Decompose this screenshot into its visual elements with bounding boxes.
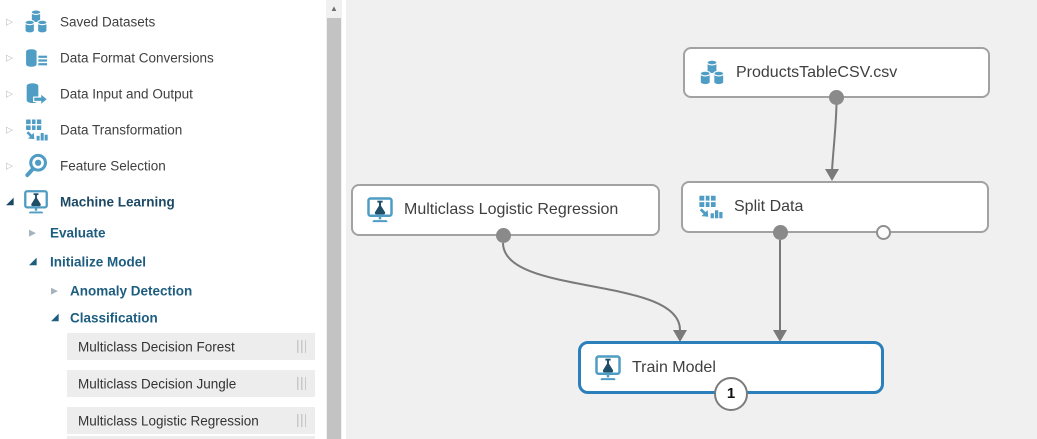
palette-module-multiclass-decision-jungle[interactable]: Multiclass Decision Jungle	[67, 370, 315, 397]
drag-grip-icon[interactable]	[297, 377, 306, 390]
dataset-icon	[697, 58, 727, 88]
sidebar-item-data-input-and-output[interactable]: ▷ Data Input and Output	[0, 80, 326, 108]
sidebar-item-label: Initialize Model	[50, 254, 147, 270]
sidebar-item-label: Saved Datasets	[60, 14, 156, 30]
sidebar-item-label: Classification	[70, 310, 158, 326]
sidebar-item-label: Data Transformation	[60, 122, 183, 138]
sidebar-item-initialize-model[interactable]: ◢ Initialize Model	[0, 252, 326, 272]
chevron-expanded-icon[interactable]: ◢	[29, 256, 37, 267]
chevron-right-icon[interactable]: ▷	[6, 52, 13, 63]
module-label: Multiclass Logistic Regression	[78, 413, 259, 428]
node-split-data[interactable]: Split Data	[681, 181, 989, 233]
chevron-right-icon[interactable]: ▶	[29, 227, 36, 238]
sidebar-item-data-transformation[interactable]: ▷ Data Transformation	[0, 116, 326, 144]
sidebar-item-saved-datasets[interactable]: ▷ Saved Datasets	[0, 8, 326, 36]
sidebar-item-evaluate[interactable]: ▶ Evaluate	[0, 223, 326, 243]
chevron-right-icon[interactable]: ▷	[6, 88, 13, 99]
scrollbar-thumb[interactable]	[327, 18, 341, 439]
module-palette: ▷ Saved Datasets ▷ Data Format Conversio…	[0, 0, 326, 439]
sidebar-item-anomaly-detection[interactable]: ▶ Anomaly Detection	[0, 281, 326, 301]
sidebar-item-machine-learning[interactable]: ◢ Machine Learning	[0, 188, 326, 216]
sidebar-scrollbar[interactable]: ▲	[326, 0, 342, 439]
output-port-multiclass-logistic-regression[interactable]	[496, 228, 511, 243]
chevron-right-icon[interactable]: ▷	[6, 160, 13, 171]
experiment-canvas[interactable]: ProductsTableCSV.csv Multiclass Logistic…	[346, 0, 1037, 439]
scroll-up-icon[interactable]: ▲	[330, 4, 338, 13]
status-badge-train-model: 1	[714, 377, 748, 411]
node-label: Split Data	[734, 198, 804, 215]
drag-grip-icon[interactable]	[297, 340, 306, 353]
palette-module-multiclass-logistic-regression[interactable]: Multiclass Logistic Regression	[67, 407, 315, 434]
format-conversion-icon	[22, 44, 50, 72]
palette-module-partial-row[interactable]	[67, 436, 315, 439]
output-port-productstablecsv[interactable]	[829, 90, 844, 105]
drag-grip-icon[interactable]	[297, 414, 306, 427]
sidebar-item-label: Anomaly Detection	[70, 283, 193, 299]
transformation-icon	[695, 192, 725, 222]
sidebar-item-data-format-conversions[interactable]: ▷ Data Format Conversions	[0, 44, 326, 72]
machine-learning-icon	[593, 353, 623, 383]
transformation-icon	[22, 116, 50, 144]
output-port-1-split-data[interactable]	[773, 225, 788, 240]
machine-learning-icon	[365, 195, 395, 225]
output-port-2-split-data[interactable]	[876, 225, 891, 240]
node-label: ProductsTableCSV.csv	[736, 63, 898, 81]
chevron-right-icon[interactable]: ▷	[6, 124, 13, 135]
sidebar-item-classification[interactable]: ◢ Classification	[0, 308, 326, 328]
chevron-expanded-icon[interactable]: ◢	[51, 312, 59, 323]
module-label: Multiclass Decision Forest	[78, 339, 235, 354]
chevron-expanded-icon[interactable]: ◢	[6, 196, 14, 207]
palette-module-multiclass-decision-forest[interactable]: Multiclass Decision Forest	[67, 333, 315, 360]
sidebar-item-feature-selection[interactable]: ▷ Feature Selection	[0, 152, 326, 180]
node-label: Multiclass Logistic Regression	[404, 201, 619, 218]
node-label: Train Model	[632, 358, 716, 376]
sidebar-item-label: Feature Selection	[60, 158, 166, 174]
chevron-right-icon[interactable]: ▷	[6, 16, 13, 27]
search-icon	[22, 152, 50, 180]
sidebar-item-label: Evaluate	[50, 225, 106, 241]
input-output-icon	[22, 80, 50, 108]
machine-learning-icon	[22, 188, 50, 216]
datasets-icon	[22, 8, 50, 36]
module-label: Multiclass Decision Jungle	[78, 376, 237, 391]
sidebar-item-label: Data Format Conversions	[60, 50, 214, 66]
node-multiclass-logistic-regression[interactable]: Multiclass Logistic Regression	[351, 184, 660, 236]
chevron-right-icon[interactable]: ▶	[51, 285, 58, 296]
sidebar-item-label: Machine Learning	[60, 194, 175, 210]
sidebar-item-label: Data Input and Output	[60, 86, 193, 102]
